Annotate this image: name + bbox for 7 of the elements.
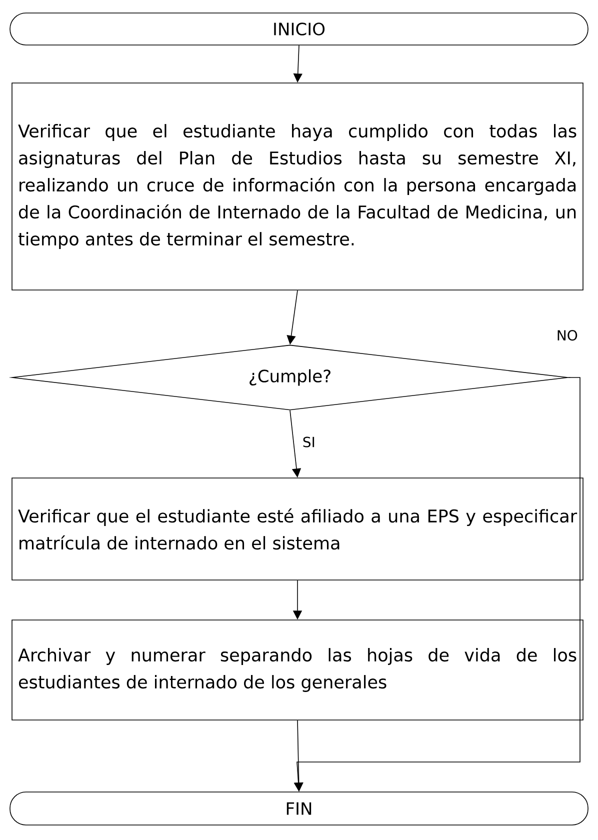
terminal-box: INICIO <box>10 12 588 46</box>
process-box: Verificar que el estudiante esté afiliado a una EPS y especificar matrícula de internado en el sistema <box>12 478 584 580</box>
process-box: Archivar y numerar separando las hojas de vida de los estudiantes de internado de los generales <box>12 620 584 720</box>
edge-label: SI <box>301 436 316 448</box>
terminal-box: FIN <box>10 792 588 826</box>
edge-label: NO <box>555 329 579 342</box>
process-box: Verificar que el estudiante haya cumplido con todas las asignaturas del Plan de Estudios hasta su semestre XI, realizando un cruce de información con la persona encargada de la Coordinación de Internado de la Facultad de Medicina, un tiempo antes de terminar el semestre. <box>12 82 584 290</box>
